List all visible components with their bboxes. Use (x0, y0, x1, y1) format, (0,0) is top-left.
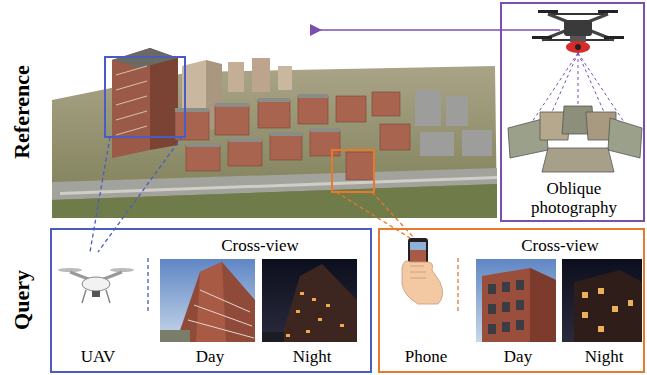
row-label: Query (9, 270, 35, 330)
hand-phone-icon (402, 238, 443, 304)
condition-label: Night (585, 348, 624, 367)
capture-arrow (316, 29, 560, 31)
oblique-views (508, 106, 642, 172)
phone-night-photo (562, 259, 642, 342)
reference-scene (52, 48, 497, 218)
uav-night-photo (262, 259, 357, 342)
view-heading: Cross-view (521, 237, 598, 256)
uav-icon (58, 268, 134, 303)
platform-label: UAV (81, 348, 116, 367)
phone-day-photo (476, 259, 556, 342)
oblique-photography-box: Oblique photography (500, 2, 645, 222)
condition-label: Day (504, 348, 532, 367)
view-heading: Cross-view (221, 237, 298, 256)
oblique-drone (532, 10, 624, 53)
leader-lines (90, 137, 414, 252)
condition-label: Night (293, 348, 332, 367)
uav-day-photo (160, 259, 255, 342)
phone-query-box: Cross-viewPhone Day Night (378, 228, 645, 373)
uav-query-box: Cross-viewUAV Day Night (50, 228, 372, 373)
caption-text: Oblique photography (509, 180, 639, 217)
row-label: Reference (9, 65, 35, 159)
platform-label: Phone (405, 348, 448, 367)
condition-label: Day (196, 348, 224, 367)
